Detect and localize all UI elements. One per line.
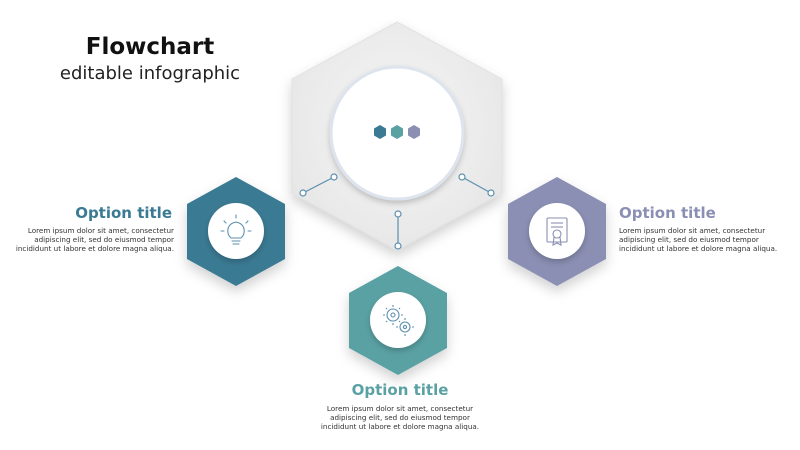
option-left-title: Option title <box>75 204 172 222</box>
option-right-body-line: incididunt ut labore et dolore magna ali… <box>619 244 778 253</box>
hub-dots <box>374 125 420 139</box>
option-right-title: Option title <box>619 204 716 222</box>
gears-icon <box>383 305 414 336</box>
option-bottom-body-line: incididunt ut labore et dolore magna ali… <box>320 422 480 431</box>
hub-dot-1 <box>374 125 386 139</box>
option-right-body-line: adipiscing elit, sed do eiusmod tempor <box>619 235 759 244</box>
lightbulb-icon <box>220 214 252 245</box>
option-bottom-body-line: Lorem ipsum dolor sit amet, consectetur <box>326 404 474 413</box>
option-bottom-circle <box>370 292 426 348</box>
option-bottom-body: Lorem ipsum dolor sit amet, consectetur … <box>320 404 480 431</box>
option-left-circle <box>208 203 264 259</box>
hub-dot-2 <box>391 125 403 139</box>
connector-lines <box>299 173 495 250</box>
option-bottom-body-line: adipiscing elit, sed do eiusmod tempor <box>330 413 470 422</box>
option-left-body-line: adipiscing elit, sed do eiusmod tempor <box>34 235 174 244</box>
option-right-circle <box>529 203 585 259</box>
certificate-icon <box>546 217 568 246</box>
option-left-body-line: Lorem ipsum dolor sit amet, consectetur <box>27 226 174 235</box>
hub-dot-3 <box>408 125 420 139</box>
option-right-body-line: Lorem ipsum dolor sit amet, consectetur <box>619 226 766 235</box>
option-bottom-title: Option title <box>351 381 449 399</box>
option-left-body: Lorem ipsum dolor sit amet, consectetur … <box>14 226 174 253</box>
page-title: Flowchart <box>85 34 215 60</box>
option-right-body: Lorem ipsum dolor sit amet, consectetur … <box>619 226 779 253</box>
option-left-body-line: incididunt ut labore et dolore magna ali… <box>15 244 174 253</box>
page-subtitle: editable infographic <box>59 63 241 84</box>
